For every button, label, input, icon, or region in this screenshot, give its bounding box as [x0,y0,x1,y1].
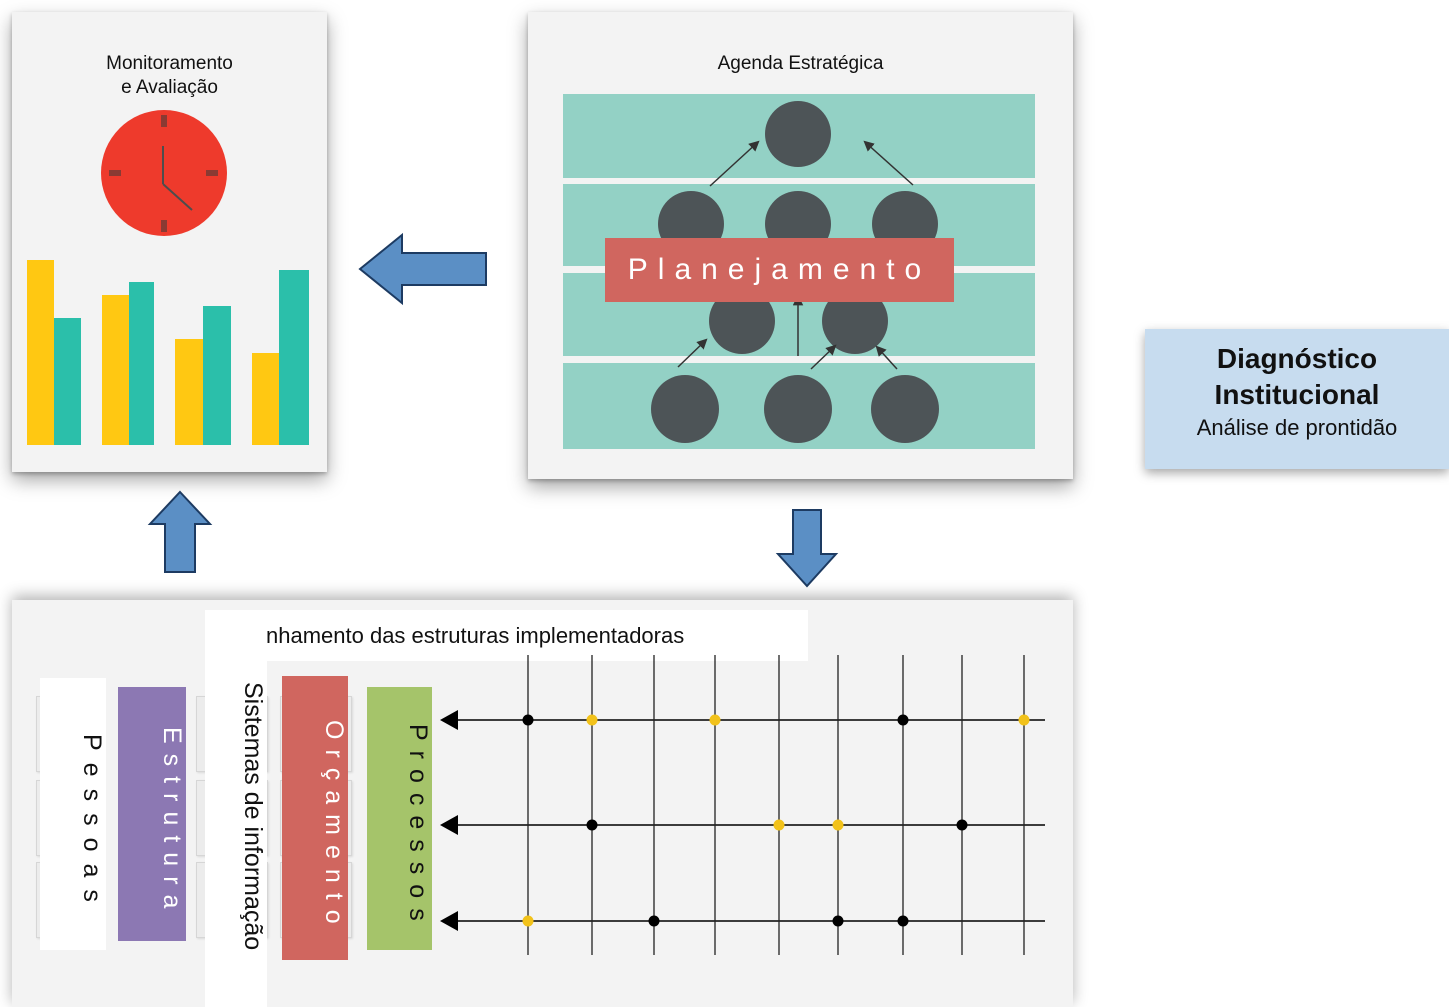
monitoring-title: Monitoramento e Avaliação [106,53,233,98]
alignment-card [12,600,1073,1007]
label-processos: Processos [367,687,432,950]
clock-icon [101,110,227,236]
diagnostic-box: Diagnóstico Institucional Análise de pro… [1145,329,1449,469]
diagnostic-subtitle: Análise de prontidão [1196,415,1398,440]
alignment-title-box: nhamento das estruturas implementadoras [205,610,808,661]
label-estrutura: Estrutura [118,687,186,941]
bar-chart-icon [27,260,309,445]
block-arrow-up [147,490,213,573]
diagnostic-title: Diagnóstico Institucional [1214,343,1380,410]
label-sistemas: Sistemas de informação [205,610,267,1007]
monitoring-card: Monitoramento e Avaliação [12,12,327,472]
label-pessoas: Pessoas [40,678,106,950]
agenda-title: Agenda Estratégica [717,53,884,74]
label-orcamento: Orçamento [282,676,348,960]
block-arrow-left [358,232,487,306]
block-arrow-down [775,509,839,588]
alignment-title: nhamento das estruturas implementadoras [266,623,685,648]
planning-label: Planejamento [605,238,954,302]
